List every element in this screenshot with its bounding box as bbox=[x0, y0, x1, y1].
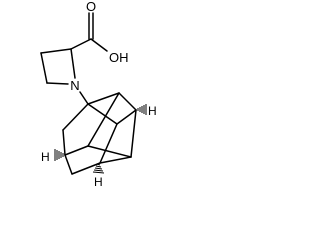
bond-a3-a4 bbox=[116, 109, 137, 125]
hydrogen-label-bottom: H bbox=[94, 175, 103, 189]
nitrogen-label: N bbox=[70, 78, 79, 93]
bond-carboxyl-c-oh bbox=[90, 38, 108, 52]
adamantane-cage bbox=[62, 92, 137, 175]
bond-c3-c2 bbox=[40, 52, 48, 84]
bond-a6-a7 bbox=[64, 154, 73, 175]
hashed-wedge-bottom bbox=[92, 163, 105, 174]
hydrogen-label-left: H bbox=[41, 150, 50, 164]
bond-c4-carboxyl-c bbox=[70, 38, 92, 50]
hydrogen-label-right: H bbox=[148, 104, 157, 118]
bond-a7-a8 bbox=[71, 162, 101, 175]
carboxylic-acid-group: O OH bbox=[70, 0, 129, 65]
hydroxyl-label: OH bbox=[109, 50, 129, 65]
bond-a1-a4 bbox=[87, 103, 118, 125]
carbonyl-oxygen-label: O bbox=[86, 0, 96, 14]
bond-a5-a6 bbox=[62, 129, 66, 156]
bond-a1-a2 bbox=[87, 92, 120, 105]
bond-a8-a9 bbox=[99, 156, 132, 164]
azetidine-ring bbox=[40, 48, 76, 85]
bond-c3-c4 bbox=[40, 48, 72, 54]
bond-a10-a9 bbox=[87, 145, 132, 158]
chemical-structure-diagram: O OH N H H bbox=[40, 0, 157, 189]
bond-n-adamantyl bbox=[79, 91, 89, 105]
hashed-wedge-right bbox=[137, 104, 147, 115]
bond-c4-n bbox=[70, 48, 76, 79]
bond-a10-a2 bbox=[87, 92, 120, 147]
bond-a2-a3 bbox=[118, 92, 137, 111]
bond-a1-a5 bbox=[62, 103, 89, 131]
bond-c2-n bbox=[46, 82, 69, 85]
hashed-wedge-left bbox=[54, 149, 64, 161]
bond-a9-a3 bbox=[130, 109, 137, 158]
bond-a6-a10 bbox=[64, 145, 89, 156]
bond-a4-a8 bbox=[99, 123, 118, 164]
